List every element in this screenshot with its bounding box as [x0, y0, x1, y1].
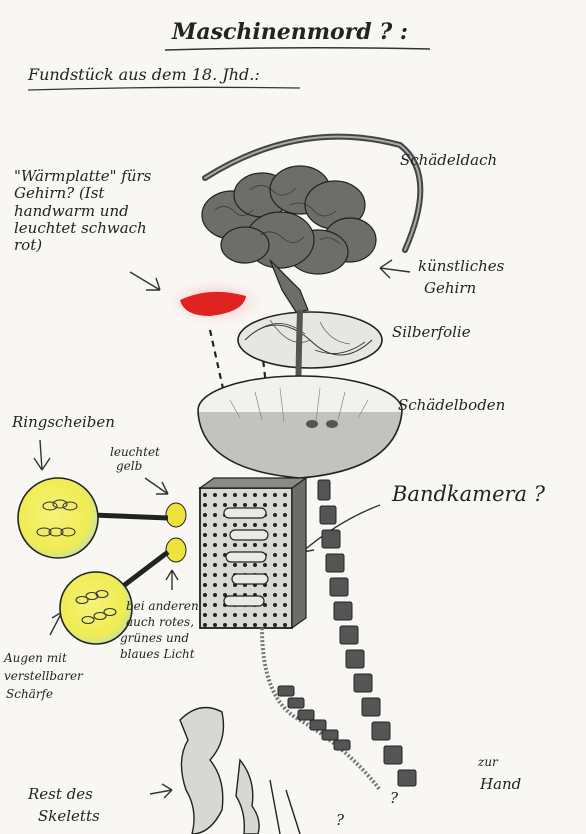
- page-subtitle: Fundstück aus dem 18. Jhd.:: [28, 66, 260, 84]
- label-silver-foil: Silberfolie: [392, 324, 471, 341]
- label-band-camera: Bandkamera ?: [392, 482, 545, 506]
- label-other-lights-line2: auch rotes,: [126, 616, 194, 630]
- arrow-yellow: [145, 478, 168, 494]
- label-eyes-line2: verstellbarer: [4, 670, 83, 684]
- label-ring-discs: Ringscheiben: [12, 414, 115, 431]
- eye-lens-upper: [18, 478, 98, 558]
- title-underline: [165, 48, 430, 50]
- label-eyes-line3: Schärfe: [6, 688, 53, 702]
- label-to-hand-line2: Hand: [480, 776, 521, 793]
- label-warm-plate: "Wärmplatte" fürs Gehirn? (Ist handwarm …: [14, 168, 164, 254]
- label-artificial-brain-line1: künstliches: [418, 258, 504, 275]
- label-other-lights-line3: grünes und: [120, 632, 189, 646]
- band-camera-body: [200, 478, 306, 628]
- arrow-warm-plate: [130, 272, 160, 290]
- skull-base: [198, 376, 402, 478]
- label-glows-yellow-line1: leuchtet: [110, 446, 160, 460]
- silver-foil: [238, 312, 382, 368]
- subtitle-underline: [28, 87, 300, 90]
- page-title: Maschinenmord ? :: [172, 20, 408, 45]
- label-other-lights-line1: bei anderen: [126, 600, 199, 614]
- arrow-other-lights: [166, 570, 178, 590]
- label-to-hand-line1: zur: [478, 756, 498, 770]
- skeleton-remains: [180, 708, 300, 834]
- label-skull-cap: Schädeldach: [400, 152, 497, 169]
- lower-band: [278, 686, 350, 750]
- label-skull-base: Schädelboden: [398, 397, 505, 414]
- yellow-lights: [166, 503, 186, 562]
- question-mark-2: ?: [336, 812, 344, 829]
- label-eyes-line1: Augen mit: [4, 652, 67, 666]
- arrow-brain: [380, 260, 410, 278]
- label-skeleton-rest-line1: Rest des: [28, 786, 93, 803]
- label-skeleton-rest-line2: Skeletts: [38, 808, 100, 825]
- label-glows-yellow-line2: gelb: [116, 460, 142, 474]
- arrow-skeleton: [150, 784, 172, 798]
- arrow-band-camera: [302, 505, 380, 552]
- question-mark-1: ?: [390, 790, 398, 807]
- label-other-lights-line4: blaues Licht: [120, 648, 195, 662]
- label-artificial-brain-line2: Gehirn: [424, 280, 476, 297]
- arrow-ring-discs: [34, 440, 50, 470]
